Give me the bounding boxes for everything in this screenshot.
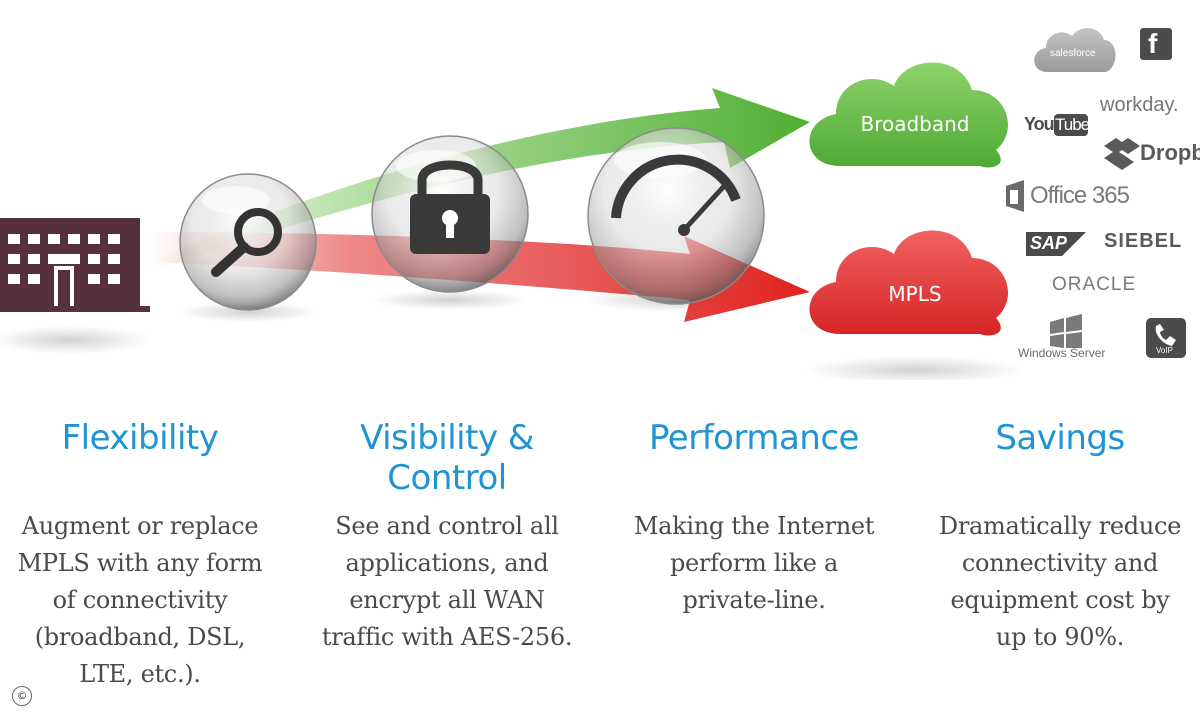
voip-icon [1146, 318, 1186, 358]
voip-logo-text: VoIP [1156, 346, 1173, 355]
lock-icon [410, 160, 490, 254]
sphere-shadow-2 [372, 290, 528, 310]
workday-logo-text: workday. [1100, 94, 1179, 116]
flexibility-heading: Flexibility [61, 418, 219, 458]
security-sphere [371, 135, 529, 293]
performance-sphere [587, 127, 765, 305]
mpls-cloud [809, 230, 1009, 336]
windows-server-logo-text: Windows Server [1018, 346, 1106, 360]
performance-heading: Performance [649, 418, 859, 458]
mpls-cloud-label: MPLS [888, 282, 942, 306]
magnifier-icon [211, 208, 282, 277]
cloud-shadow [805, 356, 1025, 380]
sap-logo-text: SAP [1030, 233, 1068, 253]
windows-server-icon [1050, 314, 1082, 348]
youtube-tube-text: Tube [1055, 115, 1090, 134]
speedometer-icon [611, 154, 741, 236]
salesforce-logo-icon [1034, 28, 1116, 72]
visibility-control-heading: Visibility & Control [360, 418, 534, 498]
broadband-cloud [809, 62, 1009, 168]
siebel-logo-text: SIEBEL [1104, 230, 1183, 252]
youtube-tube-box [1054, 114, 1088, 136]
oracle-logo-text: ORACLE [1052, 274, 1137, 295]
flexibility-description: Augment or replace MPLS with any form of… [17, 512, 263, 688]
visibility-sphere [179, 173, 317, 311]
dropbox-icon [1104, 138, 1140, 170]
performance-description: Making the Internet perform like a priva… [633, 512, 875, 614]
youtube-you-text: You [1024, 114, 1055, 134]
branch-office-building-icon [0, 218, 150, 312]
salesforce-logo-text: salesforce [1050, 48, 1096, 59]
broadband-cloud-label: Broadband [860, 112, 970, 136]
savings-heading: Savings [995, 418, 1125, 458]
network-diagram [0, 28, 1186, 380]
office365-logo-text: Office 365 [1030, 182, 1130, 209]
copyright-mark: © [12, 686, 32, 706]
visibility-control-description: See and control all applications, and en… [321, 512, 573, 651]
building-shadow [0, 326, 150, 354]
office-icon [1006, 180, 1024, 212]
facebook-logo-text: f [1148, 28, 1158, 59]
dropbox-logo-text: Dropbox [1140, 140, 1200, 165]
sphere-shadow-1 [178, 302, 318, 322]
facebook-logo-icon [1140, 28, 1172, 60]
sap-logo-icon [1026, 232, 1086, 256]
savings-description: Dramatically reduce connectivity and equ… [938, 512, 1182, 651]
